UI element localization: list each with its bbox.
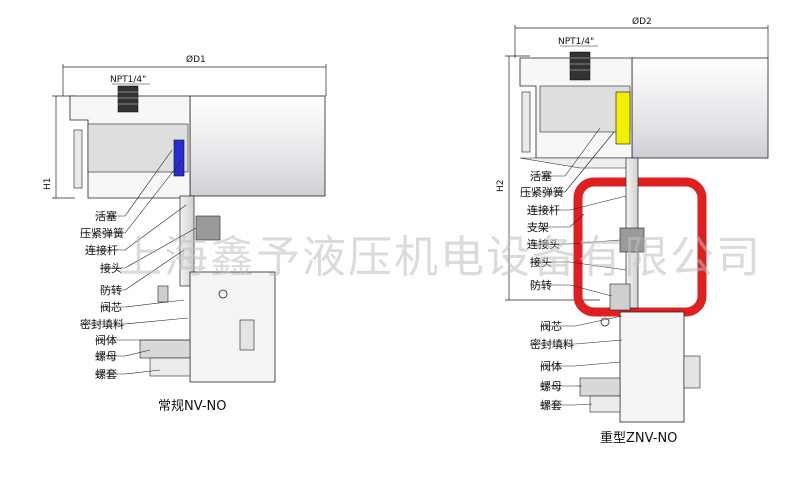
left-valve: ØD1 H1 NPT1/4" (43, 54, 327, 414)
left-port-label: NPT1/4" (110, 75, 146, 85)
left-dimension-h1: H1 (43, 178, 53, 191)
left-dimension-d1: ØD1 (186, 54, 206, 65)
left-label-valve-core: 阀芯 (100, 300, 122, 314)
right-port-fitting (569, 51, 591, 81)
right-label-piston: 活塞 (530, 169, 552, 183)
left-label-connecting-rod: 连接杆 (85, 243, 118, 257)
right-label-connecting-rod: 连接杆 (527, 203, 560, 217)
watermark-text: 上海鑫予液压机电设备有限公司 (118, 232, 762, 283)
right-caption: 重型ZNV-NO (600, 430, 677, 446)
left-label-spring: 压紧弹簧 (80, 226, 124, 240)
right-dimension-h2: H2 (496, 180, 506, 193)
left-caption: 常规NV-NO (158, 399, 227, 414)
left-nut (139, 339, 191, 359)
left-label-piston: 活塞 (95, 209, 117, 223)
left-sleeve (149, 357, 191, 377)
left-label-packing: 密封填料 (80, 317, 124, 331)
left-port-fitting (117, 85, 139, 113)
left-piston-blue (173, 139, 185, 177)
right-dimension-d2: ØD2 (632, 16, 652, 27)
left-label-anti-rotation: 防转 (100, 283, 122, 297)
right-nut (579, 377, 621, 397)
right-label-packing: 密封填料 (530, 337, 574, 351)
left-valve-body (189, 271, 276, 383)
right-sleeve (589, 395, 621, 413)
right-label-connector: 连接头 (527, 238, 560, 251)
right-valve: ØD2 H2 NPT1/4" (496, 16, 769, 446)
right-label-joint: 接头 (530, 256, 552, 269)
left-label-nut: 螺母 (95, 350, 117, 363)
right-piston-yellow (615, 91, 631, 145)
right-label-anti-rotation: 防转 (530, 278, 552, 292)
right-label-spring: 压紧弹簧 (520, 185, 564, 199)
right-port-label: NPT1/4" (558, 37, 594, 47)
right-label-body: 阀体 (540, 359, 562, 373)
right-label-bracket: 支架 (527, 221, 549, 234)
left-actuator-housing (189, 95, 326, 197)
right-label-nut: 螺母 (540, 380, 562, 393)
left-label-body: 阀体 (95, 333, 117, 347)
right-valve-body (619, 311, 685, 423)
right-label-valve-core: 阀芯 (540, 319, 562, 333)
right-actuator-housing (631, 57, 769, 159)
left-label-joint: 接头 (100, 262, 122, 275)
left-label-sleeve: 螺套 (95, 368, 117, 381)
right-label-sleeve: 螺套 (540, 399, 562, 412)
